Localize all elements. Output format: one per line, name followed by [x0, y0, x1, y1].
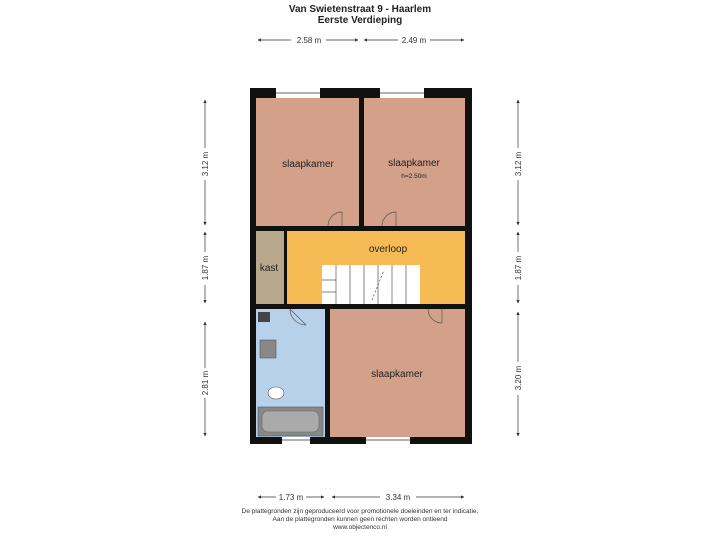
- label-closet: kast: [260, 263, 279, 274]
- windows: [276, 88, 424, 444]
- label-landing: overloop: [369, 244, 408, 255]
- disclaimer-line-2: Aan de plattegronden kunnen geen rechten…: [272, 516, 448, 523]
- doors: [289, 211, 443, 326]
- dim-bottom-right: 3.34 m: [386, 493, 411, 502]
- disclaimer-line-1: De plattegronden zijn geproduceerd voor …: [241, 508, 479, 515]
- dim-top-left: 2.58 m: [297, 36, 322, 45]
- dim-bottom-left: 1.73 m: [279, 493, 304, 502]
- dim-left-mid: 1.87 m: [201, 255, 210, 280]
- plan-subtitle: Eerste Verdieping: [317, 15, 403, 26]
- dim-top-right: 2.49 m: [402, 36, 427, 45]
- bathroom-fixtures: [257, 312, 324, 437]
- dim-left-top: 3.12 m: [201, 151, 210, 176]
- dim-left-bottom: 2.81 m: [201, 370, 210, 395]
- stair-treads: [322, 265, 407, 304]
- room-bedroom-top-right: [364, 98, 465, 226]
- label-ceiling-height: h=2.50m: [401, 173, 426, 180]
- label-bedroom-bottom: slaapkamer: [371, 369, 423, 380]
- dim-right-mid: 1.87 m: [514, 255, 523, 280]
- plan-title: Van Swietenstraat 9 - Haarlem: [288, 4, 432, 15]
- dim-right-top: 3.12 m: [514, 151, 523, 176]
- room-bedroom-bottom: [330, 309, 465, 437]
- stairs: [322, 265, 420, 304]
- label-bedroom-top-left: slaapkamer: [282, 159, 334, 170]
- dim-right-bottom: 3.20 m: [514, 365, 523, 390]
- label-bedroom-top-right: slaapkamer: [388, 158, 440, 169]
- website-link[interactable]: www.objectenco.nl: [333, 524, 387, 531]
- room-closet: [256, 231, 284, 304]
- room-bedroom-top-left: [256, 98, 359, 226]
